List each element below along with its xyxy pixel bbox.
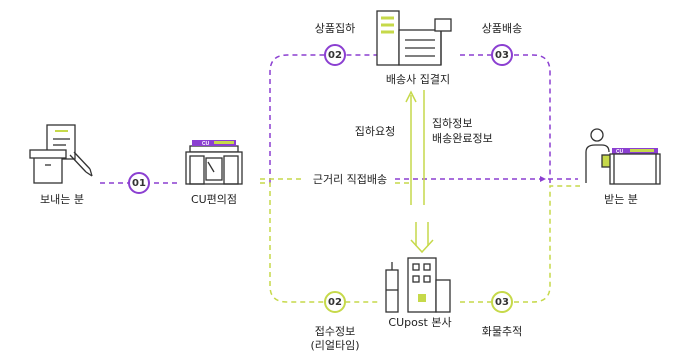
receiver-icon: CU [585,128,661,185]
direct-delivery-label: 근거리 직접배송 [308,173,392,187]
pickup-label: 상품집하 [314,22,356,35]
realtime-label: (리얼타임) [310,339,360,352]
courier-hub-label: 배송사 집결지 [385,73,451,86]
receiver-label: 받는 분 [604,193,638,206]
step-03-delivery-badge: 03 [491,44,513,66]
courier-hub-icon [376,10,452,66]
cu-store-label: CU편의점 [190,193,238,206]
cu-store-icon: CU [185,140,243,185]
cu-sign-text: CU [202,141,210,147]
yellow-route-bottom [260,182,580,303]
purple-arrowhead [540,176,546,182]
yellow-route-direct [260,178,410,184]
sender-icon [29,124,93,184]
pickup-request-label: 집하요청 [354,125,396,138]
step-02-receipt-badge: 02 [324,291,346,313]
sender-label: 보내는 분 [40,193,84,206]
pickup-info-label: 집하정보 [432,117,473,130]
tracking-label: 화물추적 [481,325,523,338]
delivery-label: 상품배송 [481,22,523,35]
step-02-pickup-badge: 02 [324,44,346,66]
delivery-complete-info-label: 배송완료정보 [432,132,493,145]
step-03-tracking-badge: 03 [491,291,513,313]
hq-label: CUpost 본사 [388,316,452,329]
purple-route-top [269,54,551,183]
hq-building-icon [385,257,451,313]
receiver-sign-text: CU [616,149,624,155]
receipt-info-label: 접수정보 [314,325,356,338]
step-01-badge: 01 [128,172,150,194]
vertical-arrows [405,90,434,254]
